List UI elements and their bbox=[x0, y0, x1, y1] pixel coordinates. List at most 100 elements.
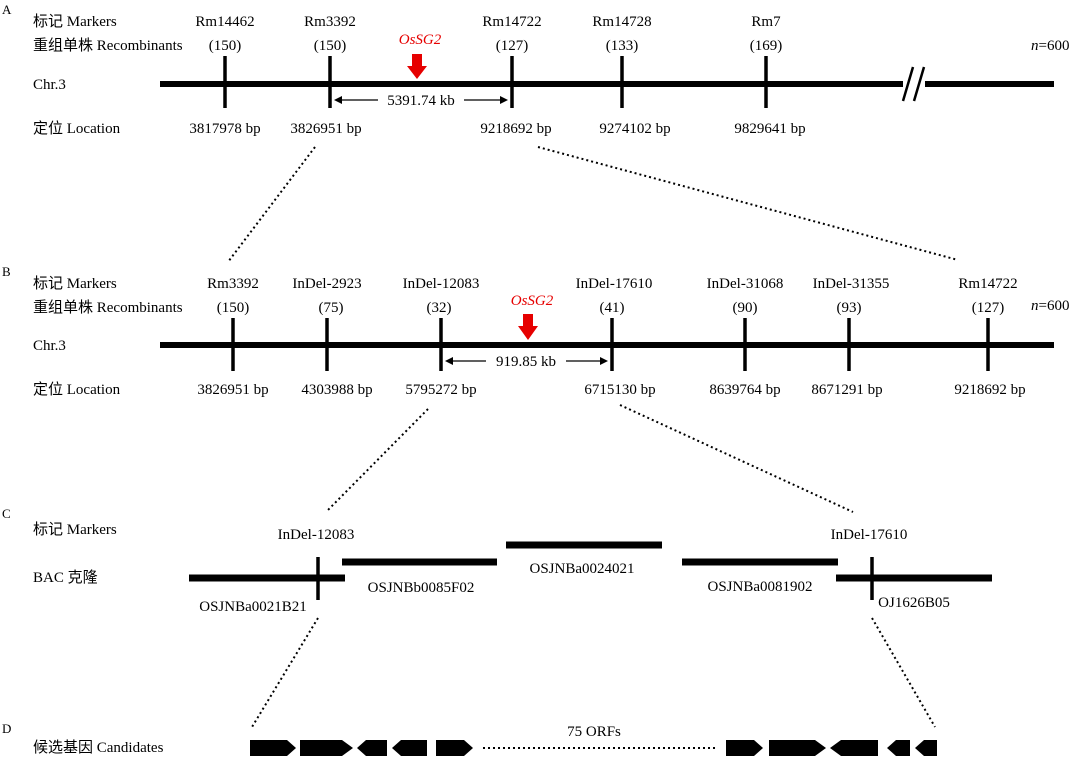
orf-arrow-right-icon bbox=[726, 740, 763, 756]
panel-b-interval-arrow-right-icon bbox=[600, 357, 608, 365]
panel-a-gene-arrow-icon bbox=[407, 54, 427, 79]
panel-b-interval-bg bbox=[486, 352, 566, 370]
marker-name: Rm3392 bbox=[207, 276, 259, 292]
panel-c-letter: C bbox=[2, 506, 11, 521]
bac-clone-label: OSJNBb0085F02 bbox=[368, 580, 475, 596]
panel-c-bac-label: BAC 克隆 bbox=[33, 569, 98, 586]
marker-location: 8639764 bp bbox=[709, 382, 780, 398]
marker-recombinants: (41) bbox=[600, 300, 625, 316]
zoom-line-c-left bbox=[251, 617, 319, 728]
panel-a-markers-label: 标记 Markers bbox=[33, 13, 117, 30]
marker-location: 9218692 bp bbox=[954, 382, 1025, 398]
marker-recombinants: (127) bbox=[972, 300, 1005, 316]
panel-a-interval-arrow-right-icon bbox=[500, 96, 508, 104]
marker-location: 3826951 bp bbox=[290, 121, 361, 137]
bac-clone-label: OSJNBa0024021 bbox=[529, 561, 634, 577]
marker-name: InDel-17610 bbox=[576, 276, 653, 292]
panel-b-marker: InDel-31355 (93) 8671291 bp bbox=[811, 276, 889, 398]
marker-name: Rm3392 bbox=[304, 14, 356, 30]
marker-recombinants: (32) bbox=[427, 300, 452, 316]
zoom-line-b-left bbox=[325, 408, 429, 513]
panel-a-marker: Rm14728 (133) 9274102 bp bbox=[592, 14, 670, 137]
panel-a-chr-label: Chr.3 bbox=[33, 77, 66, 93]
panel-b-recombinants-label: 重组单株 Recombinants bbox=[33, 299, 183, 316]
panel-b-marker: InDel-31068 (90) 8639764 bp bbox=[707, 276, 784, 398]
marker-location: 6715130 bp bbox=[584, 382, 655, 398]
marker-recombinants: (150) bbox=[217, 300, 250, 316]
panel-b-marker: InDel-12083 (32) 5795272 bp bbox=[403, 276, 480, 398]
panel-a-recombinants-label: 重组单株 Recombinants bbox=[33, 37, 183, 54]
panel-a-gene-label: OsSG2 bbox=[399, 32, 442, 48]
marker-name: InDel-12083 bbox=[403, 276, 480, 292]
panel-d-candidates-label: 候选基因 Candidates bbox=[33, 739, 164, 756]
marker-name: Rm14462 bbox=[195, 14, 254, 30]
panel-d-letter: D bbox=[2, 721, 11, 736]
panel-b-markers-label: 标记 Markers bbox=[33, 275, 117, 292]
panel-a-interval-label: 5391.74 kb bbox=[387, 93, 455, 109]
panel-a-interval-bg bbox=[378, 91, 464, 109]
zoom-line-a-right bbox=[537, 146, 959, 261]
marker-recombinants: (75) bbox=[319, 300, 344, 316]
bac-clone-label: OJ1626B05 bbox=[878, 595, 950, 611]
marker-location: 3817978 bp bbox=[189, 121, 260, 137]
panel-b-marker: Rm14722 (127) 9218692 bp bbox=[954, 276, 1025, 398]
orf-arrow-left-icon bbox=[392, 740, 427, 756]
orf-arrow-right-icon bbox=[300, 740, 353, 756]
orf-arrow-right-icon bbox=[436, 740, 473, 756]
marker-location: 4303988 bp bbox=[301, 382, 372, 398]
panel-d-orfs-label: 75 ORFs bbox=[567, 724, 621, 740]
panel-b-marker: Rm3392 (150) 3826951 bp bbox=[197, 276, 268, 398]
panel-a-marker: Rm14462 (150) 3817978 bp bbox=[189, 14, 260, 137]
marker-recombinants: (169) bbox=[750, 38, 783, 54]
orf-arrow-right-icon bbox=[250, 740, 296, 756]
orf-arrow-left-icon bbox=[915, 740, 937, 756]
marker-recombinants: (93) bbox=[837, 300, 862, 316]
marker-recombinants: (133) bbox=[606, 38, 639, 54]
orf-arrow-left-icon bbox=[887, 740, 910, 756]
marker-name: InDel-31068 bbox=[707, 276, 784, 292]
panel-a-marker: Rm14722 (127) 9218692 bp bbox=[480, 14, 551, 137]
panel-b-interval-label: 919.85 kb bbox=[496, 354, 556, 370]
panel-b-location-label: 定位 Location bbox=[33, 381, 121, 398]
orf-arrow-left-icon bbox=[357, 740, 387, 756]
marker-recombinants: (90) bbox=[733, 300, 758, 316]
marker-location: 9829641 bp bbox=[734, 121, 805, 137]
marker-name: Rm7 bbox=[751, 14, 781, 30]
zoom-line-c-right bbox=[871, 617, 936, 728]
panel-a-marker: Rm7 (169) 9829641 bp bbox=[734, 14, 805, 137]
marker-location: 3826951 bp bbox=[197, 382, 268, 398]
zoom-line-b-right bbox=[619, 404, 854, 513]
panel-b-gene-label: OsSG2 bbox=[511, 293, 554, 309]
panel-a-break-gap bbox=[903, 70, 925, 100]
panel-b-marker: InDel-17610 (41) 6715130 bp bbox=[576, 276, 656, 398]
orf-arrow-left-icon bbox=[830, 740, 878, 756]
panel-a-break-mark-left bbox=[901, 66, 915, 102]
marker-recombinants: (127) bbox=[496, 38, 529, 54]
marker-name: Rm14722 bbox=[958, 276, 1017, 292]
marker-name: Rm14722 bbox=[482, 14, 541, 30]
panel-b-n-label: n=600 bbox=[1031, 298, 1069, 314]
marker-name: Rm14728 bbox=[592, 14, 651, 30]
marker-recombinants: (150) bbox=[209, 38, 242, 54]
panel-b-marker: InDel-2923 (75) 4303988 bp bbox=[292, 276, 372, 398]
marker-location: 5795272 bp bbox=[405, 382, 476, 398]
marker-name: InDel-2923 bbox=[292, 276, 361, 292]
bac-clone-label: OSJNBa0081902 bbox=[707, 579, 812, 595]
marker-recombinants: (150) bbox=[314, 38, 347, 54]
panel-b-interval-arrow-left-icon bbox=[445, 357, 453, 365]
marker-location: 8671291 bp bbox=[811, 382, 882, 398]
panel-b-chr-label: Chr.3 bbox=[33, 338, 66, 354]
panel-a-marker: Rm3392 (150) 3826951 bp bbox=[290, 14, 361, 137]
bac-clone-label: OSJNBa0021B21 bbox=[199, 599, 307, 615]
panel-a-break-mark-right bbox=[912, 66, 926, 102]
panel-c-markers-label: 标记 Markers bbox=[33, 521, 117, 538]
panel-a-letter: A bbox=[2, 2, 12, 17]
zoom-line-a-left bbox=[227, 146, 316, 263]
marker-name: InDel-31355 bbox=[813, 276, 890, 292]
panel-a-interval-arrow-left-icon bbox=[334, 96, 342, 104]
orf-arrow-right-icon bbox=[769, 740, 826, 756]
panel-c-left-marker: InDel-12083 bbox=[278, 527, 355, 543]
panel-b-gene-arrow-icon bbox=[518, 314, 538, 340]
panel-b-letter: B bbox=[2, 264, 11, 279]
